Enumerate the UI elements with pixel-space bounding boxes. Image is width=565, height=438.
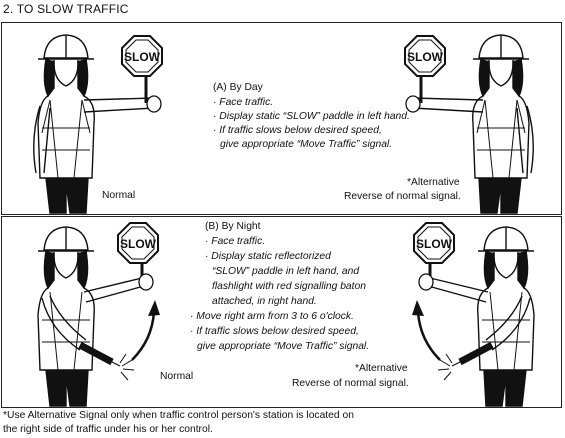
- slow-paddle-label: SLOW: [120, 237, 157, 251]
- night-bullet: · If traffic slows below desired speed,: [190, 326, 359, 337]
- day-alternative-subtitle: Reverse of normal signal.: [344, 191, 461, 202]
- slow-paddle-label: SLOW: [407, 50, 444, 64]
- night-normal-label: Normal: [160, 371, 194, 382]
- night-bullet: “SLOW” paddle in left hand, and: [212, 266, 360, 277]
- flagger-figure-night-normal: SLOW: [37, 222, 160, 407]
- panel-by-day: SLOW SL: [1, 22, 562, 215]
- page-title: 2. TO SLOW TRAFFIC: [3, 2, 129, 16]
- day-heading: (A) By Day: [213, 82, 263, 93]
- day-normal-label: Normal: [102, 190, 136, 201]
- day-bullet: · Display static “SLOW” paddle in left h…: [213, 111, 410, 122]
- night-heading: (B) By Night: [205, 221, 261, 232]
- night-bullet: flashlight with red signalling baton: [212, 281, 366, 292]
- night-bullet: attached, in right hand.: [212, 296, 317, 307]
- flagger-figure-day-alternative: SLOW: [404, 34, 534, 214]
- night-bullet: give appropriate “Move Traffic” signal.: [197, 341, 370, 352]
- day-bullet: · If traffic slows below desired speed,: [213, 125, 382, 136]
- flagger-figure-night-alternative: SLOW: [412, 222, 535, 407]
- day-alternative-label: *Alternative: [407, 177, 460, 188]
- night-alternative-subtitle: Reverse of normal signal.: [292, 378, 409, 389]
- night-bullet: · Display static reflectorized: [205, 251, 331, 262]
- night-bullet: · Face traffic.: [205, 236, 266, 247]
- slow-paddle-label: SLOW: [124, 50, 161, 64]
- night-alternative-label: *Alternative: [355, 363, 408, 374]
- flagger-figure-day-normal: SLOW: [33, 34, 163, 214]
- day-bullet: give appropriate “Move Traffic” signal.: [220, 139, 393, 150]
- panel-by-night: SLOW: [1, 216, 562, 408]
- footnote-line: the right side of traffic under his or h…: [3, 424, 213, 435]
- footnote-line: *Use Alternative Signal only when traffi…: [3, 410, 354, 421]
- slow-paddle-label: SLOW: [416, 237, 453, 251]
- day-bullet: · Face traffic.: [213, 97, 274, 108]
- night-bullet: · Move right arm from 3 to 6 o'clock.: [190, 311, 354, 322]
